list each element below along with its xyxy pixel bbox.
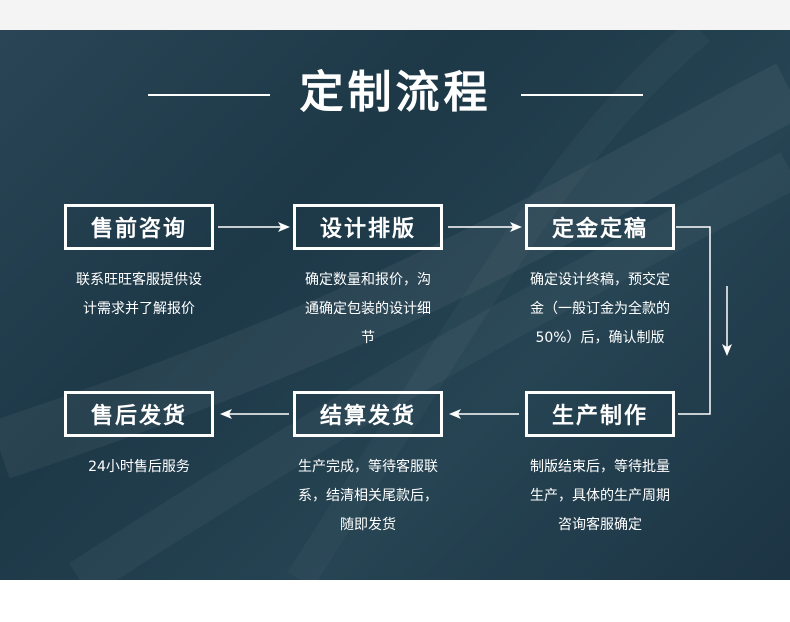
connector-elbow [676, 226, 711, 415]
desc-line: 确定设计终稿，预交定 [530, 272, 670, 288]
desc-line: 确定数量和报价，沟 [305, 272, 431, 288]
step-box-design-layout: 设计排版 [293, 204, 443, 250]
desc-line: 制版结束后，等待批量 [530, 459, 670, 475]
desc-line: 50%）后，确认制版 [535, 330, 665, 346]
desc-line: 计需求并了解报价 [83, 301, 195, 317]
arrow-left-icon [220, 409, 232, 419]
step-desc-design-layout: 确定数量和报价，沟 通确定包装的设计细 节 [278, 266, 458, 353]
arrow-left-icon [449, 409, 461, 419]
title-rule-left [148, 94, 270, 96]
desc-line: 节 [361, 330, 375, 346]
step-desc-aftersale: 24小时售后服务 [49, 453, 229, 482]
page-title: 定制流程 [299, 67, 492, 118]
top-strip [0, 0, 790, 30]
arrow-right-icon [278, 222, 290, 232]
bottom-strip [0, 580, 790, 622]
step-desc-deposit-finalize: 确定设计终稿，预交定 金（一般订金为全款的 50%）后，确认制版 [510, 266, 690, 353]
title-rule-right [521, 94, 643, 96]
desc-line: 24小时售后服务 [88, 459, 190, 475]
step-box-production: 生产制作 [525, 391, 675, 437]
desc-line: 通确定包装的设计细 [305, 301, 431, 317]
desc-line: 随即发货 [340, 517, 396, 533]
arrow-right-icon [510, 222, 522, 232]
step-desc-production: 制版结束后，等待批量 生产，具体的生产周期 咨询客服确定 [510, 453, 690, 540]
arrow-down-icon [722, 344, 732, 356]
desc-line: 联系旺旺客服提供设 [76, 272, 202, 288]
step-desc-presale-consult: 联系旺旺客服提供设 计需求并了解报价 [49, 266, 229, 324]
desc-line: 金（一般订金为全款的 [530, 301, 670, 317]
desc-line: 咨询客服确定 [558, 517, 642, 533]
desc-line: 系，结清相关尾款后， [298, 488, 438, 504]
step-box-aftersale: 售后发货 [64, 391, 214, 437]
process-panel [0, 30, 790, 580]
title-area: 定制流程 [0, 58, 790, 128]
step-box-settle-ship: 结算发货 [293, 391, 443, 437]
desc-line: 生产，具体的生产周期 [530, 488, 670, 504]
step-box-presale-consult: 售前咨询 [64, 204, 214, 250]
step-box-deposit-finalize: 定金定稿 [525, 204, 675, 250]
desc-line: 生产完成，等待客服联 [298, 459, 438, 475]
step-desc-settle-ship: 生产完成，等待客服联 系，结清相关尾款后， 随即发货 [278, 453, 458, 540]
